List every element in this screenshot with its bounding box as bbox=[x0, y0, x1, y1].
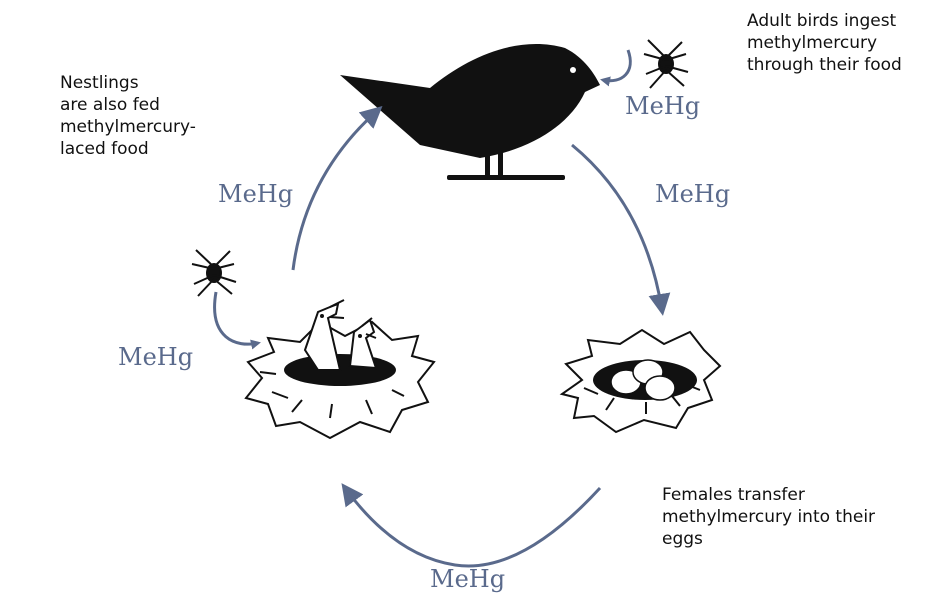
nestlings-to-bird-arrow bbox=[293, 110, 378, 270]
adult-birds-note: Adult birds ingest methylmercury through… bbox=[747, 10, 932, 76]
spider-icon bbox=[192, 250, 236, 296]
nestlings-nest-icon bbox=[246, 300, 434, 438]
spider-icon bbox=[644, 40, 688, 88]
mehg-label-eggs-to-chicks: MeHg bbox=[430, 565, 505, 593]
adult-bird-icon bbox=[340, 44, 600, 180]
nestlings-note: Nestlings are also fed methylmercury- la… bbox=[60, 72, 230, 160]
mehg-label-spider-to-chicks: MeHg bbox=[118, 343, 193, 371]
mehg-label-bird-to-nest: MeHg bbox=[655, 180, 730, 208]
mehg-label-adult-intake: MeHg bbox=[625, 92, 700, 120]
spider-to-nestlings-arrow bbox=[215, 292, 258, 344]
mehg-label-chicks-to-bird: MeHg bbox=[218, 180, 293, 208]
females-note: Females transfer methylmercury into thei… bbox=[662, 484, 922, 550]
eggs-nest-icon bbox=[562, 330, 720, 432]
eggs-to-nestlings-arrow bbox=[345, 488, 600, 566]
bird-to-eggs-arrow bbox=[572, 145, 662, 310]
adult-intake-arrow bbox=[603, 50, 630, 81]
